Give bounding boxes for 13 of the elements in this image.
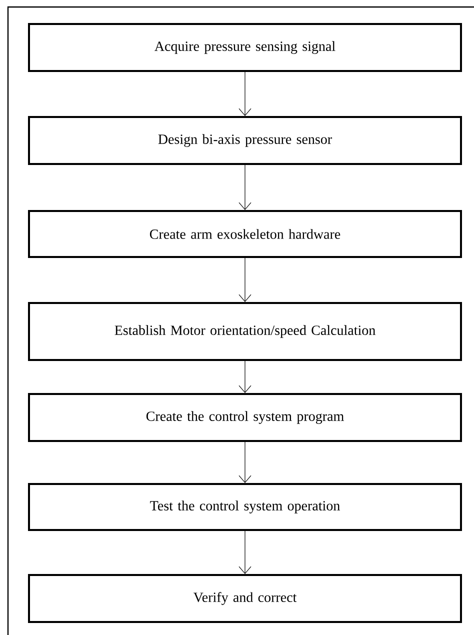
arrow: [238, 72, 252, 116]
arrow: [238, 360, 252, 393]
arrow: [238, 442, 252, 483]
arrow: [238, 164, 252, 210]
process-box: Create arm exoskeleton hardware: [28, 210, 462, 258]
arrow: [238, 530, 252, 574]
arrow: [238, 258, 252, 302]
process-box: Design bi-axis pressure sensor: [28, 116, 462, 165]
process-box: Verify and correct: [28, 574, 462, 623]
process-box: Acquire pressure sensing signal: [28, 23, 462, 72]
process-box: Test the control system operation: [28, 483, 462, 531]
process-box: Establish Motor orientation/speed Calculation: [28, 302, 462, 361]
process-box: Create the control system program: [28, 393, 462, 442]
